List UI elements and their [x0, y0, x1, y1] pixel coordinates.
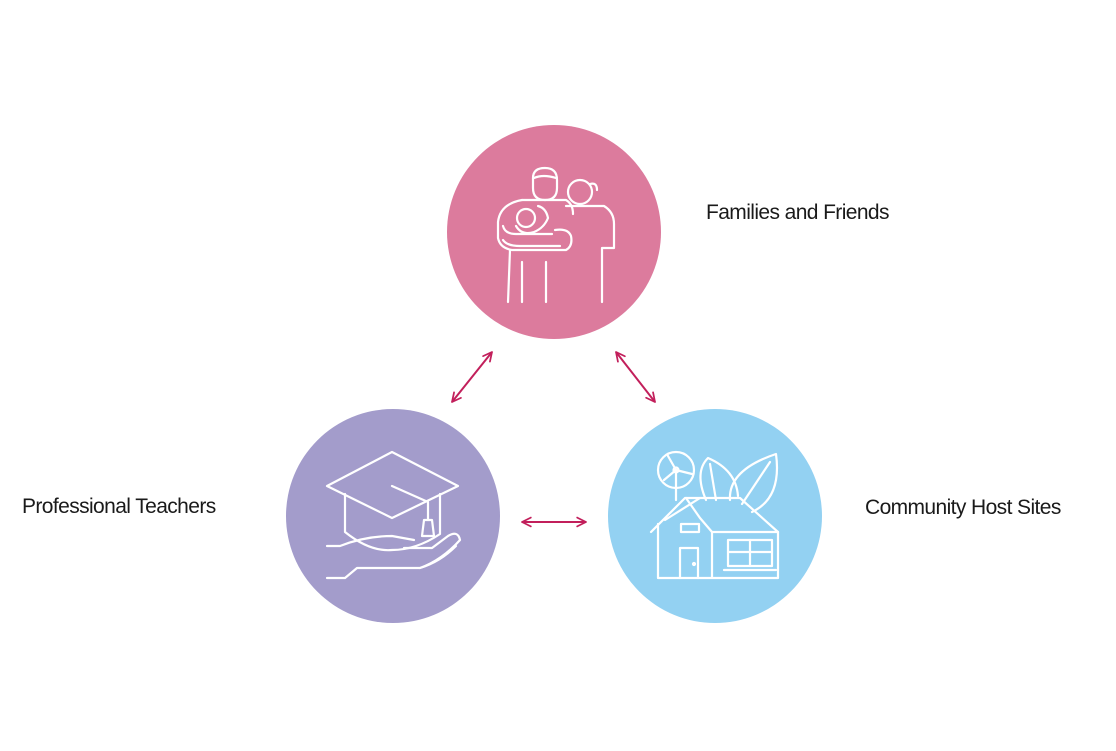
graduation-cap-hand-icon: [325, 450, 462, 580]
family-icon: [496, 166, 616, 304]
node-teachers: [286, 409, 500, 623]
node-community: [608, 409, 822, 623]
families-circle: [447, 125, 661, 339]
arrow-families-community: [615, 351, 656, 403]
node-families: [447, 125, 661, 339]
label-professional-teachers: Professional Teachers: [22, 495, 216, 518]
house-with-leaves-icon: [649, 450, 780, 580]
label-families-and-friends: Families and Friends: [706, 201, 890, 224]
community-circle: [608, 409, 822, 623]
teachers-circle: [286, 409, 500, 623]
label-community-host-sites: Community Host Sites: [865, 496, 1061, 519]
arrow-families-teachers: [451, 351, 493, 403]
